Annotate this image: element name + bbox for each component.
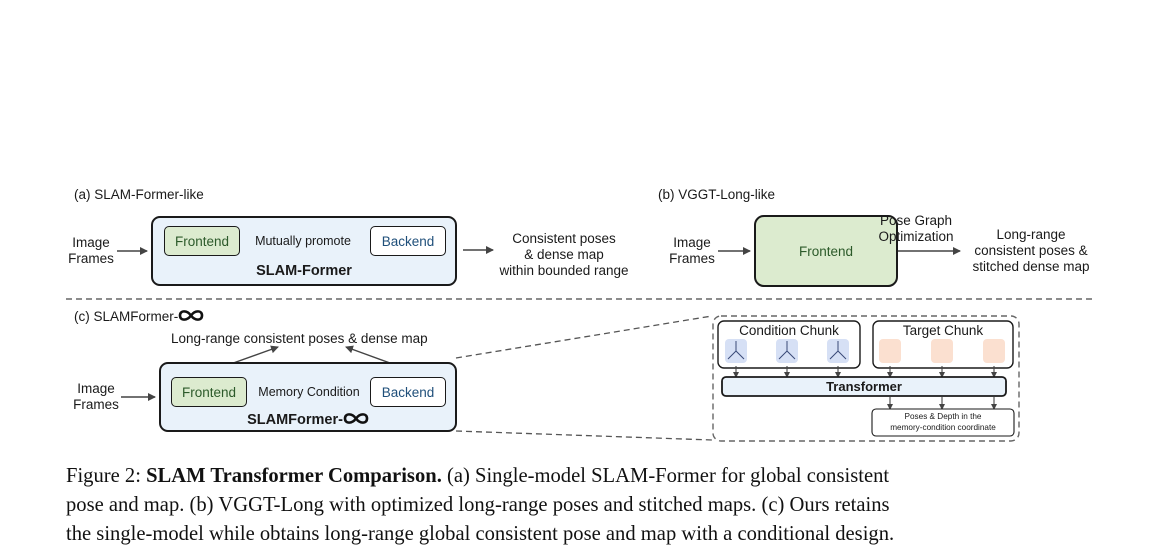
target-tile-3 [983,339,1005,363]
panel-a-relation: Mutually promote [255,234,351,248]
panel-b-frontend: Frontend [754,215,898,287]
detail-frame [712,315,1020,442]
target-chunk-label: Target Chunk [902,323,984,338]
condition-tile-3 [827,339,849,363]
condition-tile-1 [725,339,747,363]
infinity-icon [343,413,369,424]
target-tile-2 [931,339,953,363]
infinity-icon [178,310,204,321]
condition-chunk-label: Condition Chunk [739,323,839,338]
panel-b-label: (b) VGGT-Long-like [658,187,776,202]
panel-c-output-label: Long-range consistent poses & dense map [171,331,428,346]
transformer-label: Transformer [826,379,902,394]
figure-caption: Figure 2: SLAM Transformer Comparison. (… [66,465,895,545]
panel-c-relation: Memory Condition [258,385,360,399]
panel-a-label: (a) SLAM-Former-like [74,187,204,202]
panel-c-backend: Backend [370,377,446,407]
transformer-box [721,376,1007,397]
zoom-line-bottom [455,430,713,441]
condition-tile-2 [776,339,798,363]
zoom-line-top [455,315,713,359]
panel-a-frontend: Frontend [164,226,240,256]
result-box [871,408,1015,437]
panel-c-label: (c) SLAMFormer- [74,309,204,325]
panel-a-backend: Backend [370,226,446,256]
panel-c-model-title: SLAMFormer- [159,412,457,428]
panel-c-frontend: Frontend [171,377,247,407]
target-tile-1 [879,339,901,363]
panel-a-model-title: SLAM-Former [256,263,352,279]
